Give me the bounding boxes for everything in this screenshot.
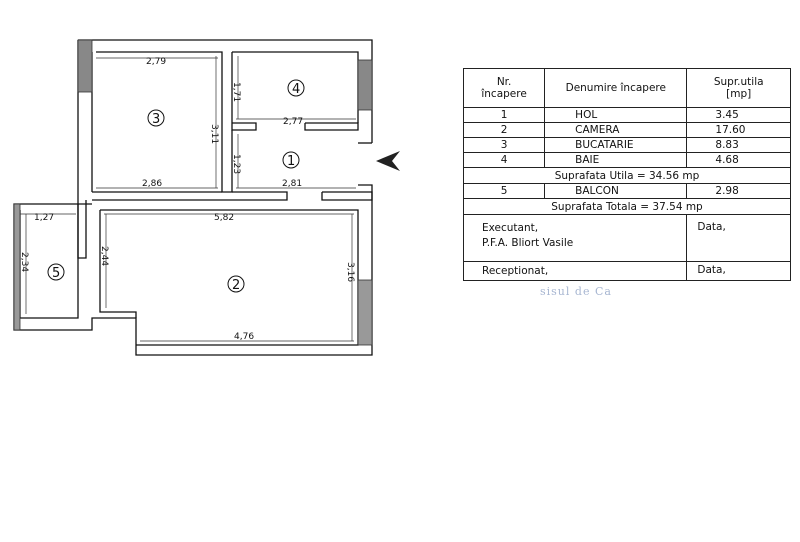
row-name: BALCON (544, 183, 688, 199)
room-2-number: 2 (232, 278, 240, 293)
row-area: 2.98 (686, 183, 791, 199)
useful-area-total: Suprafata Utila = 34.56 mp (463, 167, 791, 184)
room-1-circle (282, 151, 300, 169)
header-supr-line1: Supr.utila (713, 76, 764, 88)
hatch-left (77, 39, 93, 93)
wall-1-2 (321, 191, 373, 201)
dim-room2-top: 5,82 (214, 213, 234, 223)
room4-wall-bottom-a (231, 52, 257, 131)
row-name: HOL (544, 107, 688, 123)
dim-room4-side: 1,71 (231, 82, 241, 102)
outer-wall-top (78, 39, 373, 143)
receptionat-date: Data, (686, 261, 791, 281)
row-name: BAIE (544, 152, 688, 168)
dimension-lines (20, 56, 356, 342)
room2-left (99, 210, 137, 318)
dim-room2-right: 3,16 (345, 262, 355, 282)
header-nr: Nr. încapere (462, 68, 546, 108)
outer-wall-top-inner (96, 51, 223, 130)
dim-balcony-side: 2,34 (19, 252, 29, 272)
header-denumire: Denumire încapere (544, 68, 688, 108)
balcony-wall (77, 200, 87, 259)
row-nr: 2 (462, 122, 546, 138)
dim-room2-bottom: 4,76 (234, 332, 254, 342)
row-nr: 1 (462, 107, 546, 123)
room-5-circle (47, 263, 65, 281)
executant-cell: Executant, P.F.A. Bliort Vasile (462, 214, 688, 262)
dim-hall-side: 1,23 (231, 154, 241, 174)
wall-hatching (13, 39, 373, 346)
room-markers (47, 79, 305, 293)
floor-plan: 2,79 3,11 1,71 2,77 1,23 2,86 2,81 1,27 … (13, 39, 400, 356)
row-area: 17.60 (686, 122, 791, 138)
room-5-number: 5 (52, 266, 60, 281)
dim-room3-side: 3,11 (209, 124, 219, 144)
room-3-circle (147, 109, 165, 127)
room2-inner (100, 209, 359, 346)
receptionat-label: Receptionat, (462, 261, 688, 281)
dim-balcony-top: 1,27 (34, 213, 54, 223)
table-row: 2 CAMERA 17.60 (462, 122, 791, 138)
header-supr: Supr.utila [mp] (686, 68, 791, 108)
walls (13, 39, 373, 356)
executant-name: P.F.A. Bliort Vasile (482, 237, 574, 249)
table-row: 3 BUCATARIE 8.83 (462, 137, 791, 153)
hatch-right (357, 59, 373, 111)
row-nr: 3 (462, 137, 546, 153)
hatch-room2-right (357, 279, 373, 346)
room-3-number: 3 (152, 112, 160, 127)
table-row: 5 BALCON 2.98 (462, 183, 791, 199)
row-area: 4.68 (686, 152, 791, 168)
room-1-number: 1 (287, 154, 295, 169)
row-nr: 5 (462, 183, 546, 199)
hatch-balcony (13, 203, 21, 331)
dim-hall-bottom: 2,81 (282, 179, 302, 189)
executant-date: Data, (686, 214, 791, 262)
dim-room2-left: 2,44 (99, 246, 109, 266)
room-2-circle (227, 275, 245, 293)
dim-room3-top: 2,79 (146, 57, 166, 67)
header-nr-line1: Nr. (496, 76, 512, 88)
row-name: CAMERA (544, 122, 688, 138)
row-area: 3.45 (686, 107, 791, 123)
room-4-circle (287, 79, 305, 97)
executant-label: Executant, (482, 222, 539, 234)
room-4-number: 4 (292, 82, 300, 97)
row-name: BUCATARIE (544, 137, 688, 153)
header-supr-line2: [mp] (726, 88, 752, 100)
table-row: 4 BAIE 4.68 (462, 152, 791, 168)
stamp-watermark: sisul de Ca (540, 285, 612, 298)
header-nr-line2: încapere (481, 88, 527, 100)
legend-table: Nr. încapere Denumire încapere Supr.util… (462, 68, 791, 281)
partition-3-1 (221, 130, 233, 193)
dim-room3-bottom: 2,86 (142, 179, 162, 189)
dim-room4-bottom: 2,77 (283, 117, 303, 127)
wall-3-2 (92, 191, 288, 201)
row-nr: 4 (462, 152, 546, 168)
grand-area-total: Suprafata Totala = 37.54 mp (463, 198, 791, 215)
room4-wall-bottom-b (304, 122, 359, 131)
table-row: 1 HOL 3.45 (462, 107, 791, 123)
row-area: 8.83 (686, 137, 791, 153)
entrance-arrow-icon (376, 151, 400, 171)
